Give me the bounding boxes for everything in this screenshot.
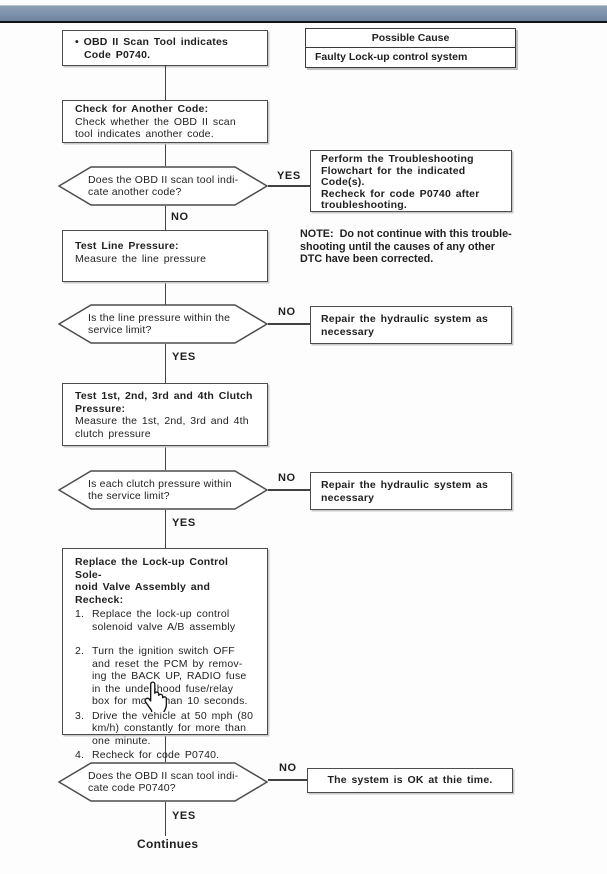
yes-label-4: YES <box>172 810 196 822</box>
repair-hydraulic-box-1: Repair the hydraulic system as necessary <box>310 306 512 344</box>
list-item: 4. Recheck for code P0740. <box>75 749 259 762</box>
decision-line-pressure: Is the line pressure within the service … <box>58 304 268 344</box>
possible-cause-header: Possible Cause <box>306 29 515 48</box>
flowchart-connector <box>164 344 166 383</box>
flowchart-connector <box>164 802 166 836</box>
flowchart-connector <box>268 185 310 187</box>
list-item-number: 4. <box>75 749 85 761</box>
test-clutch-pressure-box: Test 1st, 2nd, 3rd and 4th Clutch Pressu… <box>62 383 268 446</box>
list-item: 1. Replace the lock-up control solenoid … <box>75 608 259 633</box>
list-item-text: Recheck for code P0740. <box>92 749 220 761</box>
note-text: NOTE: Do not continue with this trouble-… <box>300 228 512 266</box>
no-label-3: NO <box>278 472 296 484</box>
test-clutch-pressure-body: Measure the 1st, 2nd, 3rd and 4th clutch… <box>75 415 249 440</box>
flowchart-connector <box>268 323 310 325</box>
decision-another-code: Does the OBD II scan tool indi- cate ano… <box>58 166 268 206</box>
list-item: 3. Drive the vehicle at 50 mph (80 km/h)… <box>75 710 259 748</box>
list-item-number: 3. <box>75 709 85 722</box>
flowchart-connector <box>164 143 166 166</box>
flowchart-connector <box>164 446 166 470</box>
list-item-text: Turn the ignition switch OFF and reset t… <box>92 645 248 707</box>
hexagon-shape <box>58 166 268 206</box>
hand-pointer-icon <box>144 681 168 714</box>
possible-cause-table: Possible Cause Faulty Lock-up control sy… <box>305 28 516 68</box>
decision-line-pressure-text: Is the line pressure within the service … <box>88 311 231 337</box>
hexagon-shape <box>58 470 268 510</box>
replace-solenoid-title: Replace the Lock-up Control Sole- noid V… <box>75 556 229 606</box>
decision-clutch-pressure: Is each clutch pressure within the servi… <box>58 470 268 510</box>
hand-pointer-cursor <box>141 681 168 717</box>
flowchart-connector <box>164 66 166 100</box>
list-item-text: Replace the lock-up control solenoid val… <box>92 608 236 633</box>
repair-hydraulic-box-2: Repair the hydraulic system as necessary <box>310 472 512 510</box>
list-item-number: 2. <box>75 645 85 657</box>
check-another-code-title: Check for Another Code: <box>75 103 209 115</box>
list-item-text: Drive the vehicle at 50 mph (80 km/h) co… <box>92 709 254 747</box>
check-another-code-box: Check for Another Code: Check whether th… <box>62 100 268 143</box>
yes-label-1: YES <box>277 170 301 182</box>
perform-troubleshooting-box: Perform the Troubleshooting Flowchart fo… <box>310 150 512 212</box>
test-line-pressure-title: Test Line Pressure: <box>75 240 179 252</box>
start-box-text: • OBD II Scan Tool indicates Code P0740. <box>75 36 229 61</box>
decision-code-p0740-text: Does the OBD II scan tool indi- cate cod… <box>88 769 239 795</box>
list-item-number: 1. <box>75 608 85 620</box>
system-ok-box: The system is OK at thie time. <box>307 768 513 793</box>
test-line-pressure-body: Measure the line pressure <box>75 252 207 265</box>
no-label-4: NO <box>279 762 297 774</box>
no-label-2: NO <box>278 306 296 318</box>
header-divider <box>0 21 607 23</box>
decision-code-p0740: Does the OBD II scan tool indi- cate cod… <box>58 762 268 802</box>
hexagon-shape <box>58 304 268 344</box>
test-clutch-pressure-title: Test 1st, 2nd, 3rd and 4th Clutch Pressu… <box>75 390 253 415</box>
yes-label-2: YES <box>172 351 196 363</box>
flowchart-connector <box>164 735 166 762</box>
check-another-code-body: Check whether the OBD II scan tool indic… <box>75 115 236 141</box>
start-box: • OBD II Scan Tool indicates Code P0740. <box>62 30 268 66</box>
yes-label-3: YES <box>172 517 196 529</box>
decision-another-code-text: Does the OBD II scan tool indi- cate ano… <box>88 173 239 199</box>
flowchart-connector <box>268 779 307 781</box>
decision-clutch-pressure-text: Is each clutch pressure within the servi… <box>88 477 232 503</box>
no-label-1: NO <box>171 211 189 223</box>
header-accent-bar <box>0 5 607 21</box>
possible-cause-row: Faulty Lock-up control system <box>315 51 468 63</box>
continues-label: Continues <box>137 837 199 851</box>
flowchart-connector <box>164 510 166 548</box>
test-line-pressure-box: Test Line Pressure: Measure the line pre… <box>62 230 268 282</box>
flowchart-connector <box>164 206 166 230</box>
flowchart-connector <box>268 489 310 491</box>
hexagon-shape <box>58 762 268 802</box>
flowchart-connector <box>164 282 166 305</box>
